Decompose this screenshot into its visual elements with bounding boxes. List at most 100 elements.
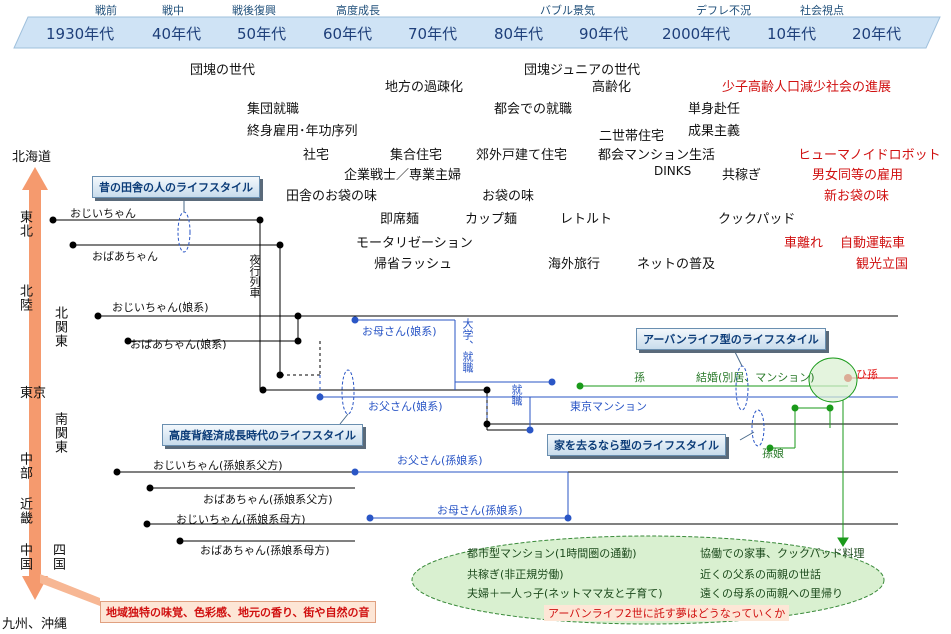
phrase-tanshin: 単身赴任 [688,102,741,117]
phrase-cookpad: クックパッド [718,212,796,227]
ellipse-item-toku: 遠くの母系の両親への里帰り [700,587,843,600]
person-otousan-musume: お父さん(娘系) [368,400,443,413]
person-ojiisan-mago-chichi: おじいちゃん(孫娘系父方) [153,459,283,472]
ellipse-item-mansion: 都市型マンション(1時間圏の通勤) [467,547,637,560]
region-hokuriku: 北陸 [17,284,32,312]
decade-10: 10年代 [767,25,817,43]
callout-urban: アーバンライフ型のライフスタイル [636,328,826,350]
phrase-cup: カップ麺 [465,212,518,227]
lineage-blue [320,319,898,519]
phrase-kanko: 観光立国 [856,257,909,272]
phrase-shugo: 集合住宅 [390,148,443,163]
phrase-kigyo: 企業戦士／専業主婦 [344,168,462,183]
phrase-kaigai: 海外旅行 [548,257,601,272]
era-deflation: デフレ不況 [696,4,751,17]
decade-80: 80年代 [494,25,544,43]
ellipse-item-kyodo: 協働での家事、クックパッド料理 [700,547,865,560]
phrase-shushin: 終身雇用･年功序列 [247,124,358,139]
callout-chiiki: 地域独特の味覚、色彩感、地元の香り、街や自然の音 [100,601,376,623]
person-otousan-mago: お父さん(孫娘系) [397,454,483,467]
person-obaasan: おばあちゃん [92,250,158,263]
region-kitakanto: 北関東 [52,306,67,348]
phrase-ofukuro: お袋の味 [482,189,535,204]
phrase-dankai: 団塊の世代 [190,63,256,78]
future-ellipse [411,535,885,625]
decade-70: 70年代 [408,25,458,43]
region-arrow-shaft [29,186,41,576]
decade-90: 90年代 [579,25,629,43]
region-kinki: 近畿 [17,497,32,525]
grandchild-ellipse [808,357,858,403]
person-ojiisan: おじいちゃん [70,207,136,220]
callout-mukashi: 昔の田舎の人のライフスタイル [92,176,260,198]
label-kekkon: 結婚(別居、マンション) [696,371,815,384]
nodes-black [49,216,491,545]
phrase-jido: 自動運転車 [840,236,906,251]
person-obaasan-mago-haha: おばあちゃん(孫娘系母方) [200,544,330,557]
era-bubble: バブル景気 [540,4,595,17]
decade-60: 60年代 [323,25,373,43]
phrase-kaso: 地方の過疎化 [385,80,464,95]
ellipse-item-chikaku: 近くの父系の両親の世話 [700,568,821,581]
person-obaasan-musume: おばあちゃん(娘系) [130,338,227,351]
ellipse-item-fufu: 夫婦＋一人っ子(ネットママ友と子育て) [467,587,663,600]
label-shushoku: 就職 [510,384,523,406]
phrase-shoshi: 少子高齢人口減少社会の進展 [722,80,892,95]
decade-20: 20年代 [852,25,902,43]
label-himago: ひ孫 [856,368,878,381]
nodes-blue [316,316,572,522]
region-minamikanto: 南関東 [52,412,67,454]
era-shakai: 社会視点 [800,4,844,17]
phrase-kogai: 郊外戸建て住宅 [476,148,568,163]
region-tokyo: 東京 [20,386,47,401]
region-tohoku: 東北 [17,210,32,238]
phrase-sokuseki: 即席麺 [380,212,420,227]
phrase-humanoid: ヒューマノイドロボット [798,148,941,163]
person-okaasan-mago: お母さん(孫娘系) [437,504,523,517]
phrase-net: ネットの普及 [637,257,716,272]
person-ojiisan-mago-haha: おじいちゃん(孫娘系母方) [176,513,306,526]
phrase-tokai-shushoku: 都会での就職 [494,102,573,117]
ellipse-item-tomobataraki: 共稼ぎ(非正規労働) [467,568,564,581]
decade-2000: 2000年代 [662,25,731,43]
phrase-shin-ofukuro: 新お袋の味 [824,189,890,204]
region-kyushu: 九州、沖縄 [2,617,68,632]
phrase-seika: 成果主義 [688,124,741,139]
era-senchu: 戦中 [162,4,184,17]
region-chugoku: 中国 [17,543,32,571]
decade-40: 40年代 [152,25,202,43]
phrase-shudan: 集団就職 [247,102,300,117]
phrase-dankai-jr: 団塊ジュニアの世代 [524,63,641,78]
phrase-tomobataraki: 共稼ぎ [722,168,762,183]
decade-1930: 1930年代 [46,25,115,43]
label-tokyo-mansion: 東京マンション [570,400,647,413]
person-okaasan-musume: お母さん(娘系) [362,325,437,338]
phrase-retort: レトルト [560,212,613,227]
flavor-pointer [40,574,100,606]
ellipse-question: アーバンライフ2世に託す夢はどうなっていくか [544,605,790,621]
phrase-kuruma: 車離れ [784,236,824,251]
callout-ie: 家を去るなら型のライフスタイル [547,434,726,456]
phrase-danjo: 男女同等の雇用 [812,168,904,183]
phrase-dinks: DINKS [654,164,692,178]
phrase-tokai-mansion: 都会マンション生活 [598,148,716,163]
lineage-green [580,385,849,547]
person-obaasan-mago-chichi: おばあちゃん(孫娘系父方) [203,493,333,506]
callout-kodo: 高度背経済成長時代のライフスタイル [162,424,363,446]
region-chubu: 中部 [17,452,32,480]
region-arrow-head-up [22,167,48,190]
label-mago: 孫 [634,371,645,384]
nodes-green [576,382,834,452]
label-yako: 夜行列車 [248,254,261,298]
region-hokkaido: 北海道 [12,150,52,165]
phrase-kisei: 帰省ラッシュ [374,257,453,272]
phrase-inaka: 田舎のお袋の味 [286,189,378,204]
person-ojiisan-musume: おじいちゃん(娘系) [112,301,209,314]
phrase-motor: モータリゼーション [356,236,473,251]
era-kodo: 高度成長 [336,4,380,17]
label-mago-musume: 孫娘 [762,447,784,460]
lineage-dashed [279,341,321,376]
decade-50: 50年代 [237,25,287,43]
phrase-nisetai: 二世帯住宅 [599,129,665,144]
